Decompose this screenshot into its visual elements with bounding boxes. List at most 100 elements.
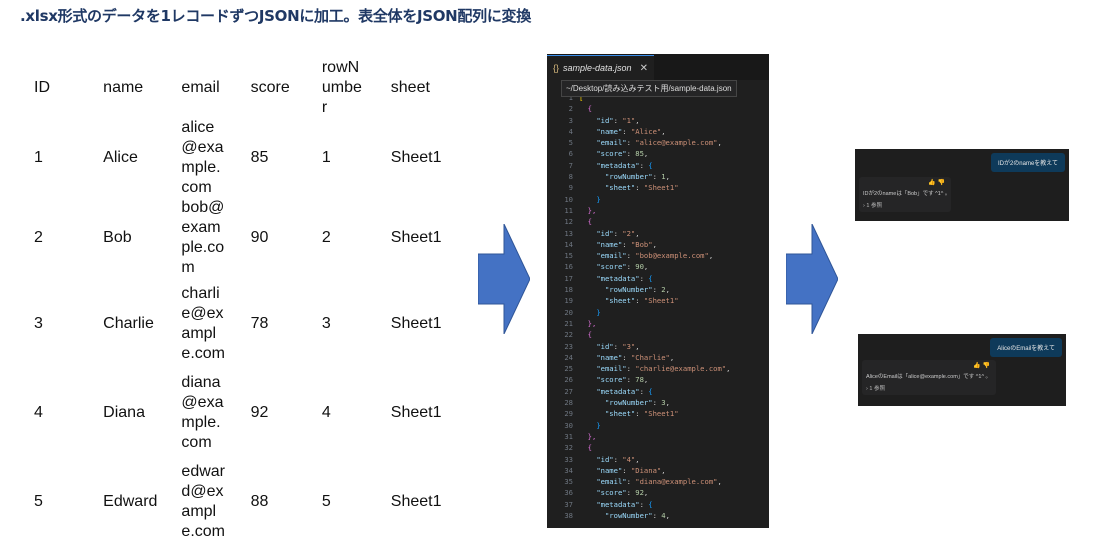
line-number: 14 [564,239,573,249]
code-line: 28 "rowNumber": 3, [547,397,769,408]
line-text: "sheet": "Sheet1" [604,183,679,193]
line-number: 5 [568,138,573,148]
line-text: } [596,307,601,317]
line-number: 18 [564,285,573,295]
line-number: 25 [564,364,573,374]
header-rownumber: rowNumber [321,59,362,116]
code-area[interactable]: 1[2 {3 "id": "1",4 "name": "Alice",5 "em… [547,92,769,521]
cell-score: 92 [250,404,269,421]
line-number: 31 [564,431,573,441]
code-line: 30 } [547,420,769,431]
line-text: "metadata": { [596,386,653,396]
line-text: "metadata": { [596,273,653,283]
line-number: 19 [564,296,573,306]
line-text: "score": 92, [596,488,649,498]
cell-email: charlie@example.com [181,285,225,362]
cell-score: 88 [250,493,269,510]
code-line: 34 "name": "Diana", [547,465,769,476]
cell-score: 78 [250,315,269,332]
feedback-icons[interactable]: 👍 👎 [973,363,990,369]
cell-score: 85 [250,149,269,166]
cell-id: 3 [34,315,43,332]
chat-panel-1: IDが2のnameを教えて 👍 👎 IDが2のnameは「Bob」です ^1^ … [855,149,1069,221]
cell-sheet: Sheet1 [390,149,442,166]
line-number: 15 [564,251,573,261]
chat-answer-text-1: IDが2のnameは「Bob」です ^1^ 。 [863,191,951,197]
line-number: 30 [564,420,573,430]
line-text: "id": "3", [596,341,640,351]
feedback-icons[interactable]: 👍 👎 [928,180,945,186]
line-text: "score": 85, [596,149,649,159]
chat-answer-text-2: AliceのEmailは「alice@example.com」です ^1^ 。 [866,374,992,380]
line-text: "rowNumber": 3, [604,398,670,408]
cell-score: 90 [250,229,269,246]
line-number: 1 [568,93,573,102]
cell-name: Edward [103,493,158,510]
line-number: 9 [568,183,573,193]
code-line: 4 "name": "Alice", [547,126,769,137]
line-text: "metadata": { [596,499,653,509]
line-number: 23 [564,341,573,351]
cell-email: edward@example.com [181,463,225,540]
code-line: 24 "name": "Charlie", [547,352,769,363]
cell-id: 4 [34,404,43,421]
line-text: } [596,194,601,204]
line-text: "name": "Bob", [596,239,657,249]
header-email: email [181,79,220,96]
path-tooltip: ~/Desktop/読み込みテスト用/sample-data.json [561,80,737,97]
line-text: "email": "bob@example.com", [596,251,714,261]
cell-sheet: Sheet1 [390,315,442,332]
cell-name: Bob [103,229,132,246]
line-number: 13 [564,228,573,238]
reference-toggle-1[interactable]: › 1 参照 [863,203,882,209]
code-line: 21 }, [547,318,769,329]
code-line: 15 "email": "bob@example.com", [547,250,769,261]
line-text: "sheet": "Sheet1" [604,409,679,419]
line-text: "rowNumber": 1, [604,172,670,182]
line-text: "sheet": "Sheet1" [604,296,679,306]
line-number: 12 [564,217,573,227]
code-line: 17 "metadata": { [547,273,769,284]
line-text: }, [587,431,597,441]
code-line: 35 "email": "diana@example.com", [547,476,769,487]
tab-sample-data-json[interactable]: {} sample-data.json ✕ [547,55,654,80]
line-text: "name": "Diana", [596,465,666,475]
code-line: 1[ [547,92,769,103]
line-text: { [587,330,592,340]
line-number: 38 [564,510,573,520]
chat-question-1: IDが2のnameを教えて [990,153,1065,172]
line-number: 37 [564,499,573,509]
line-text: "id": "2", [596,228,640,238]
right-arrow-1 [478,224,530,334]
chat-answer-1: 👍 👎 IDが2のnameは「Bob」です ^1^ 。 › 1 参照 [859,177,951,212]
code-line: 9 "sheet": "Sheet1" [547,182,769,193]
line-number: 11 [564,205,573,215]
code-line: 11 }, [547,205,769,216]
code-line: 37 "metadata": { [547,499,769,510]
close-icon[interactable]: ✕ [639,62,648,74]
code-line: 33 "id": "4", [547,454,769,465]
line-number: 2 [568,104,573,114]
line-number: 24 [564,352,573,362]
cell-email: bob@example.com [181,199,225,276]
header-name: name [103,79,144,96]
line-text: "name": "Charlie", [596,352,675,362]
chevron-right-icon: › [863,203,865,209]
reference-toggle-2[interactable]: › 1 参照 [866,386,885,392]
cell-sheet: Sheet1 [390,404,442,421]
code-line: 19 "sheet": "Sheet1" [547,295,769,306]
code-line: 12 { [547,216,769,227]
editor-tabbar: {} sample-data.json ✕ [547,54,769,80]
line-text: { [587,104,592,114]
cell-sheet: Sheet1 [390,493,442,510]
code-line: 18 "rowNumber": 2, [547,284,769,295]
line-number: 20 [564,307,573,317]
code-line: 7 "metadata": { [547,160,769,171]
line-number: 6 [568,149,573,159]
page-title: .xlsx形式のデータを1レコードずつJSONに加工。表全体をJSON配列に変換 [20,7,531,25]
cell-name: Charlie [103,315,154,332]
